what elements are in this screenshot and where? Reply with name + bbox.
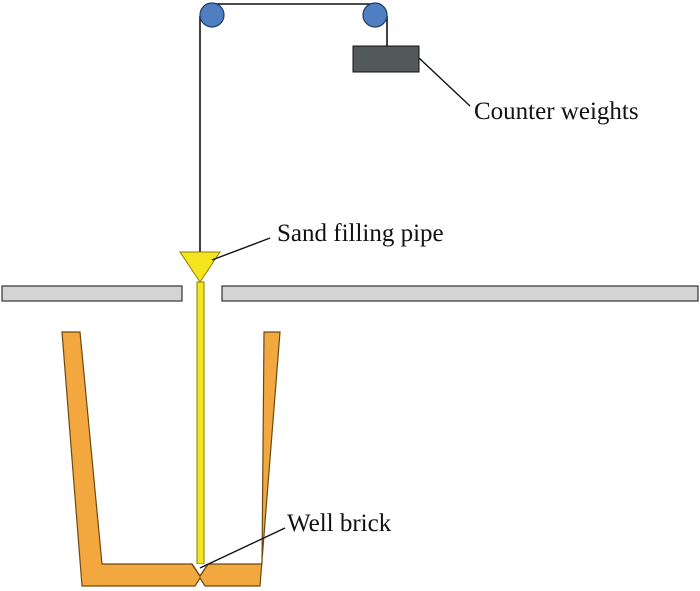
leader-sand-filling-pipe [211,237,271,261]
pipe-stem [196,281,205,565]
label-counter-weights: Counter weights [474,98,639,125]
platform-left [1,285,183,302]
right-pulley [362,2,388,28]
well-brick [191,563,209,578]
leader-counter-weights [418,57,471,107]
sand-filling-pipe [179,251,221,565]
counter-weight-block [352,45,420,73]
ladle [61,331,281,587]
platform-right [221,285,699,302]
pipe-funnel [179,251,221,283]
left-pulley [199,2,225,28]
leader-well-brick [199,527,286,569]
rope [199,3,388,252]
label-well-brick: Well brick [287,510,392,537]
label-sand-filling-pipe: Sand filling pipe [277,220,444,247]
